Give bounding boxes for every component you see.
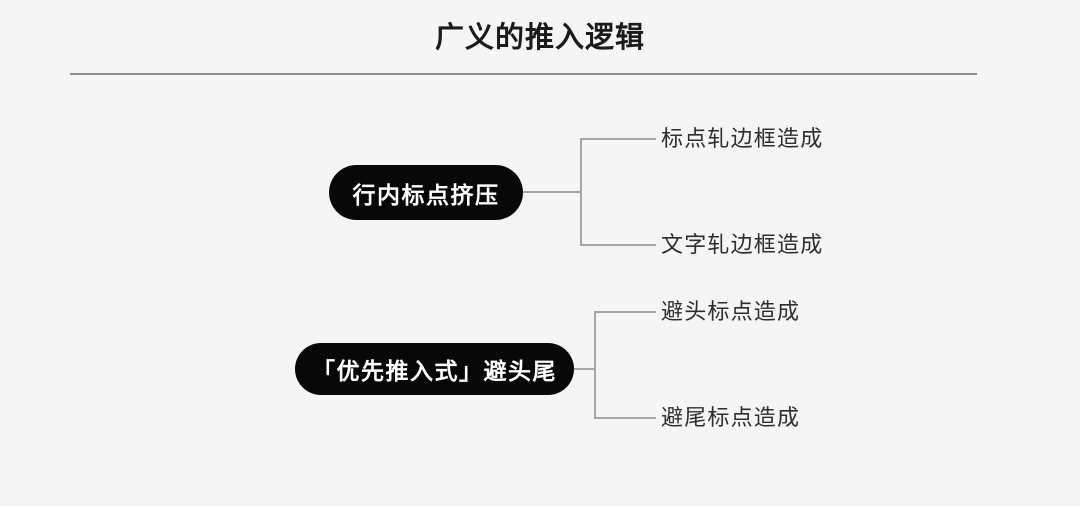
connector-spine-branch-1 — [580, 138, 582, 246]
leaf-label-punctuation-edge-overflow[interactable]: 标点轧边框造成 — [661, 126, 824, 151]
leaf-label-text-edge-overflow[interactable]: 文字轧边框造成 — [661, 232, 824, 257]
connector-arm-branch-2-leaf-2 — [594, 417, 656, 419]
connector-arm-branch-1-leaf-1 — [580, 138, 656, 140]
connector-arm-branch-2-leaf-1 — [594, 311, 656, 313]
connector-spine-branch-2 — [594, 311, 596, 419]
connector-stem-branch-2 — [574, 368, 595, 370]
title-divider — [70, 73, 977, 75]
connector-arm-branch-1-leaf-2 — [580, 244, 656, 246]
leaf-label-tail-avoidance-punctuation[interactable]: 避尾标点造成 — [661, 405, 801, 430]
root-node-priority-push-line-break[interactable]: 「优先推入式」避头尾 — [295, 343, 574, 395]
root-node-inline-punctuation-compression[interactable]: 行内标点挤压 — [329, 165, 523, 220]
page-title: 广义的推入逻辑 — [434, 22, 645, 54]
leaf-label-head-avoidance-punctuation[interactable]: 避头标点造成 — [661, 299, 801, 324]
connector-stem-branch-1 — [523, 191, 581, 193]
